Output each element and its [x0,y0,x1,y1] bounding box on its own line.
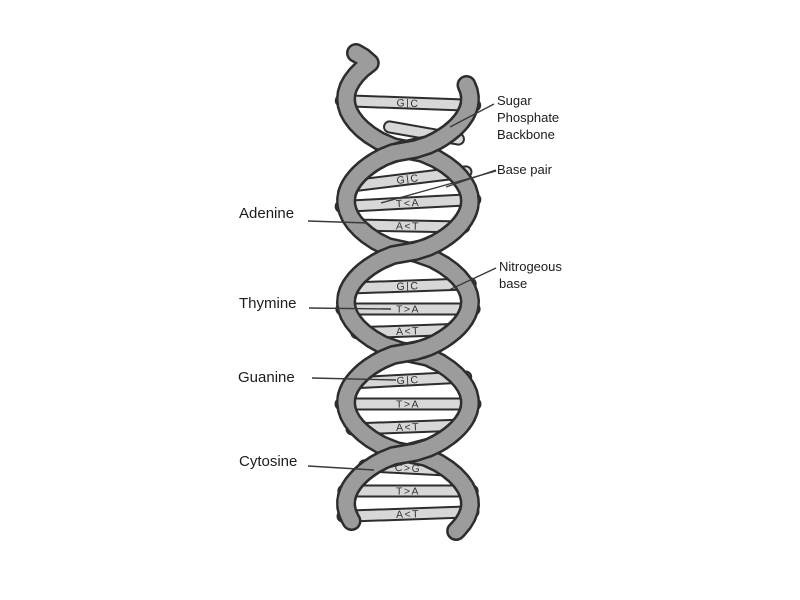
label-adenine: Adenine [239,205,295,222]
leader-line-adenine [307,220,369,224]
base-pair-label: A<T [396,325,420,338]
leader-line-base-pair-2 [380,170,497,204]
base-pair-label: G|C [396,97,419,110]
base-pair-rung: A<T [336,505,480,523]
label-nitrogenous-base: Nitrogeous base [499,258,562,292]
leader-line-cytosine [307,465,375,471]
leader-line-nitrogenous-base [448,267,497,291]
leader-line-sugar-phosphate-backbone [449,103,495,128]
base-pair-rung: T>A [334,397,482,411]
base-pair-rung: T>A [337,484,479,498]
label-line: Nitrogeous [499,259,562,274]
label-sugar-phosphate-backbone: Sugar Phosphate Backbone [497,92,559,143]
backbone-strands-layer [336,43,480,541]
label-line: Sugar [497,93,532,108]
backbone-crossover-front [338,195,478,311]
label-cytosine: Cytosine [239,453,298,470]
label-line: Phosphate [497,110,560,125]
base-pair-label: A<T [396,421,420,434]
leader-line-thymine [308,307,392,310]
label-guanine: Guanine [238,369,295,386]
base-pair-label: G|C [396,280,419,293]
label-base-pair: Base pair [497,162,552,177]
base-pair-label: T<A [396,197,421,210]
label-thymine: Thymine [239,295,297,312]
base-pair-label: G|C [396,172,420,187]
backbone-crossover-front [338,93,478,209]
label-line: Backbone [497,127,555,142]
base-pair-label: T>A [396,486,420,498]
base-pair-label: C>G [394,462,421,475]
leader-line-guanine [311,377,397,381]
base-pair-label: A<T [396,220,420,232]
label-line: base [499,276,528,291]
rung-capsule [336,194,480,212]
rung-capsule [341,279,475,293]
backbone-crossover-front [338,396,478,512]
backbone-crossover-front [338,295,478,411]
base-pair-rung: T<A [334,192,482,214]
leader-lines-layer [307,103,497,471]
rung-capsule [338,507,478,521]
base-pair-label: G|C [396,374,420,387]
rung-capsule [336,96,480,110]
base-pair-rung: G|C [334,94,482,112]
base-pair-label: A<T [396,508,420,521]
base-pair-label: T>A [396,399,420,411]
base-pair-rung: G|C [339,277,477,295]
base-pair-rung: T>A [335,302,481,316]
base-pair-label: T>A [396,304,420,316]
